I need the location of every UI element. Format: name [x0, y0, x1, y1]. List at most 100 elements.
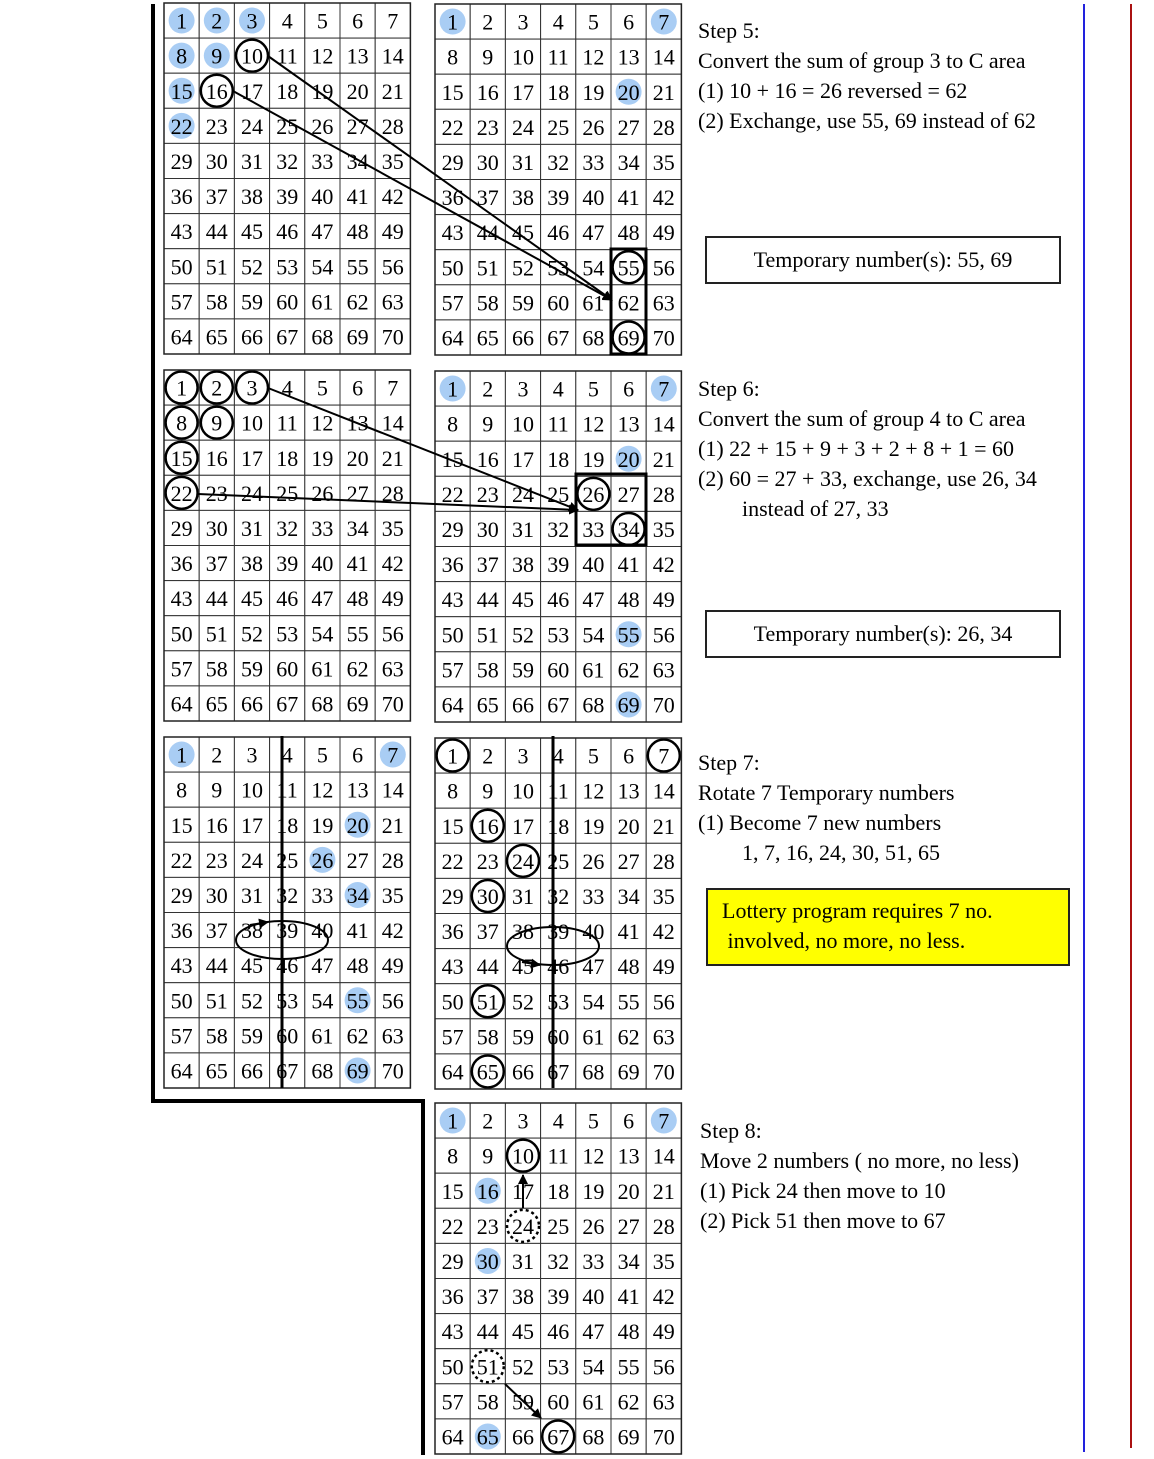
grid-number: 47 — [582, 954, 604, 979]
grid-cell — [339, 545, 376, 582]
grid-cell — [163, 841, 200, 878]
grid-number: 47 — [311, 953, 333, 978]
grid-number: 41 — [618, 552, 640, 577]
grid-number: 27 — [618, 115, 640, 140]
grid-cell — [575, 1137, 612, 1174]
grid-cell — [575, 1242, 612, 1280]
grid-number: 10 — [241, 778, 263, 803]
grid-cell — [374, 545, 411, 582]
grid-number: 38 — [241, 551, 263, 576]
grid-cell — [304, 806, 341, 843]
grid-cell — [469, 108, 506, 145]
grid-number: 39 — [547, 552, 569, 577]
grid-number: 58 — [477, 657, 499, 682]
grid-number: 65 — [206, 324, 228, 349]
grid-number: 3 — [518, 377, 529, 402]
grid-number: 57 — [171, 289, 193, 314]
grid-border — [434, 737, 683, 1090]
grid-number: 1 — [447, 744, 458, 769]
grid-cell — [198, 1017, 235, 1054]
grid-number: 45 — [241, 219, 263, 244]
grid-number: 2 — [482, 1109, 493, 1134]
grid-number: 27 — [618, 1214, 640, 1239]
grid-cell — [269, 37, 306, 74]
grid-number: 33 — [311, 883, 333, 908]
grid-cell — [304, 685, 341, 722]
grid-border — [163, 2, 412, 355]
grid-cell — [540, 546, 577, 583]
grid-cell — [504, 1348, 542, 1385]
grid-cell — [233, 107, 271, 144]
grid-cell — [469, 913, 506, 950]
grid-cell — [469, 1383, 506, 1420]
grid-number: 23 — [206, 481, 228, 506]
grid-number: 46 — [276, 953, 298, 978]
grid-cell — [304, 178, 341, 215]
step6-line1: Convert the sum of group 4 to C area — [698, 406, 1026, 431]
grid-number: 64 — [171, 324, 193, 349]
grid-cell — [304, 580, 341, 617]
grid-cell — [163, 876, 200, 914]
grid-number: 20 — [618, 1179, 640, 1204]
grid-number: 29 — [442, 884, 464, 909]
grid-number: 35 — [382, 516, 404, 541]
grid-number: 22 — [442, 482, 464, 507]
highlight-dot — [168, 42, 195, 69]
grid-cell — [610, 1348, 647, 1385]
arrow-3-to-c-area — [267, 387, 579, 512]
grid-cell — [610, 1018, 647, 1055]
grid-number: 59 — [241, 289, 263, 314]
grid-number: 19 — [311, 813, 333, 838]
grid-number: 14 — [653, 1144, 675, 1169]
grid-number: 53 — [547, 622, 569, 647]
grid-number: 36 — [442, 919, 464, 944]
grid-number: 26 — [582, 849, 604, 874]
grid-cell — [575, 1018, 612, 1055]
grid-number: 57 — [442, 290, 464, 315]
grid-cell — [610, 651, 647, 688]
grid-cell — [233, 841, 271, 878]
grid-number: 15 — [442, 1179, 464, 1204]
grid-number: 18 — [276, 446, 298, 471]
grid-cell — [233, 806, 271, 843]
grid-number: 67 — [547, 1424, 569, 1449]
grid-cell — [645, 616, 682, 653]
grid-number: 34 — [347, 149, 369, 174]
grid-number: 11 — [548, 45, 569, 70]
grid-number: 18 — [276, 79, 298, 104]
grid-cell — [233, 580, 271, 617]
grid-number: 15 — [171, 79, 193, 104]
grid-cell — [645, 1313, 682, 1350]
highlight-dot — [615, 78, 642, 105]
step8-line2: (1) Pick 24 then move to 10 — [700, 1178, 946, 1203]
section-separator-line — [151, 4, 425, 1455]
grid-number: 7 — [387, 376, 398, 401]
grid-cell — [198, 142, 235, 179]
grid-cell — [504, 1313, 542, 1350]
grid-cell — [610, 842, 647, 879]
grid-number: 61 — [582, 1024, 604, 1049]
grid-number: 66 — [241, 324, 263, 349]
grid-cell — [198, 213, 235, 250]
grid-number: 5 — [317, 9, 328, 34]
grid-cell — [504, 772, 542, 809]
grid-cell — [504, 179, 542, 216]
grid-number: 41 — [347, 918, 369, 943]
grid-cell — [504, 249, 542, 286]
grid-number: 23 — [206, 848, 228, 873]
grid-cell — [163, 213, 200, 250]
grid-number: 30 — [477, 517, 499, 542]
grid-number: 38 — [241, 918, 263, 943]
grid-number: 24 — [512, 115, 534, 140]
grid-number: 49 — [653, 587, 675, 612]
grid-cell — [645, 913, 682, 950]
grid-number: 4 — [553, 10, 564, 35]
grid-number: 9 — [482, 45, 493, 70]
grid-cell — [198, 947, 235, 984]
grid-number: 42 — [382, 551, 404, 576]
grid-cell — [163, 509, 200, 546]
grid-cell — [575, 73, 612, 110]
grid-cell — [163, 650, 200, 687]
grid-number: 5 — [588, 744, 599, 769]
